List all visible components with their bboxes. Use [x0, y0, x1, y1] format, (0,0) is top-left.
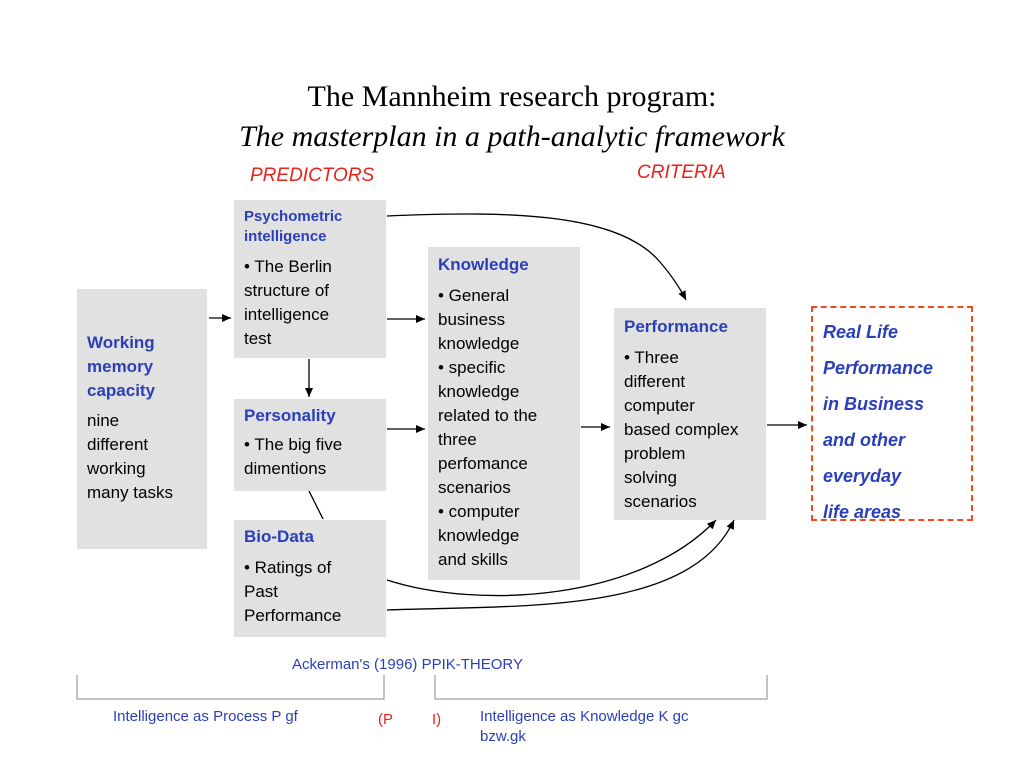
title-line-1: The Mannheim research program:: [307, 80, 717, 113]
real-life-line: and other: [823, 430, 906, 450]
personality-box: Personality • The big five dimentions: [234, 399, 386, 491]
p-label: (P: [378, 711, 393, 728]
curve-biodata-to-performance-1: [386, 519, 717, 597]
psychometric-body: • The Berlin structure of intelligence t…: [244, 257, 332, 348]
curve-psych-to-performance: [386, 213, 687, 301]
real-life-performance-box: Real Life Performance in Business and ot…: [811, 306, 973, 522]
real-life-line: everyday: [823, 466, 902, 486]
knowledge-label-line-1: Intelligence as Knowledge K gc: [480, 708, 689, 725]
title-line-2: The masterplan in a path-analytic framew…: [239, 120, 785, 153]
knowledge-body: • General business knowledge • specific …: [438, 286, 538, 569]
line-personality-to-biodata: [308, 490, 324, 520]
knowledge-box: Knowledge • General business knowledge •…: [428, 247, 580, 580]
psychometric-intelligence-box: Psychometric intelligence • The Berlin s…: [234, 200, 386, 358]
knowledge-heading: Knowledge: [438, 255, 529, 274]
real-life-line: Real Life: [823, 322, 899, 342]
ackerman-theory-label: Ackerman's (1996) PPIK-THEORY: [292, 656, 523, 673]
biodata-box: Bio-Data • Ratings of Past Performance: [234, 520, 386, 637]
working-memory-body: nine different working many tasks: [87, 411, 173, 502]
working-memory-box: Working memory capacity nine different w…: [77, 289, 207, 549]
bracket-process: [76, 675, 385, 700]
working-memory-heading: Working memory capacity: [87, 333, 156, 400]
biodata-heading: Bio-Data: [244, 527, 314, 546]
process-label: Intelligence as Process P gf: [113, 708, 298, 725]
personality-heading: Personality: [244, 406, 336, 425]
performance-box: Performance • Three different computer b…: [614, 308, 766, 520]
biodata-body: • Ratings of Past Performance: [244, 558, 342, 625]
knowledge-label-line-2: bzw.gk: [480, 728, 526, 745]
psychometric-heading: Psychometric intelligence: [244, 208, 343, 245]
curve-biodata-to-performance-2: [386, 519, 735, 611]
bracket-knowledge: [434, 675, 768, 700]
real-life-line: in Business: [823, 394, 925, 414]
performance-heading: Performance: [624, 317, 728, 336]
i-label: I): [432, 711, 442, 728]
real-life-line: life areas: [823, 502, 902, 522]
predictors-label: PREDICTORS: [250, 165, 375, 186]
personality-body: • The big five dimentions: [244, 435, 343, 478]
real-life-line: Performance: [823, 358, 934, 378]
performance-body: • Three different computer based complex…: [624, 348, 739, 511]
criteria-label: CRITERIA: [637, 162, 726, 183]
